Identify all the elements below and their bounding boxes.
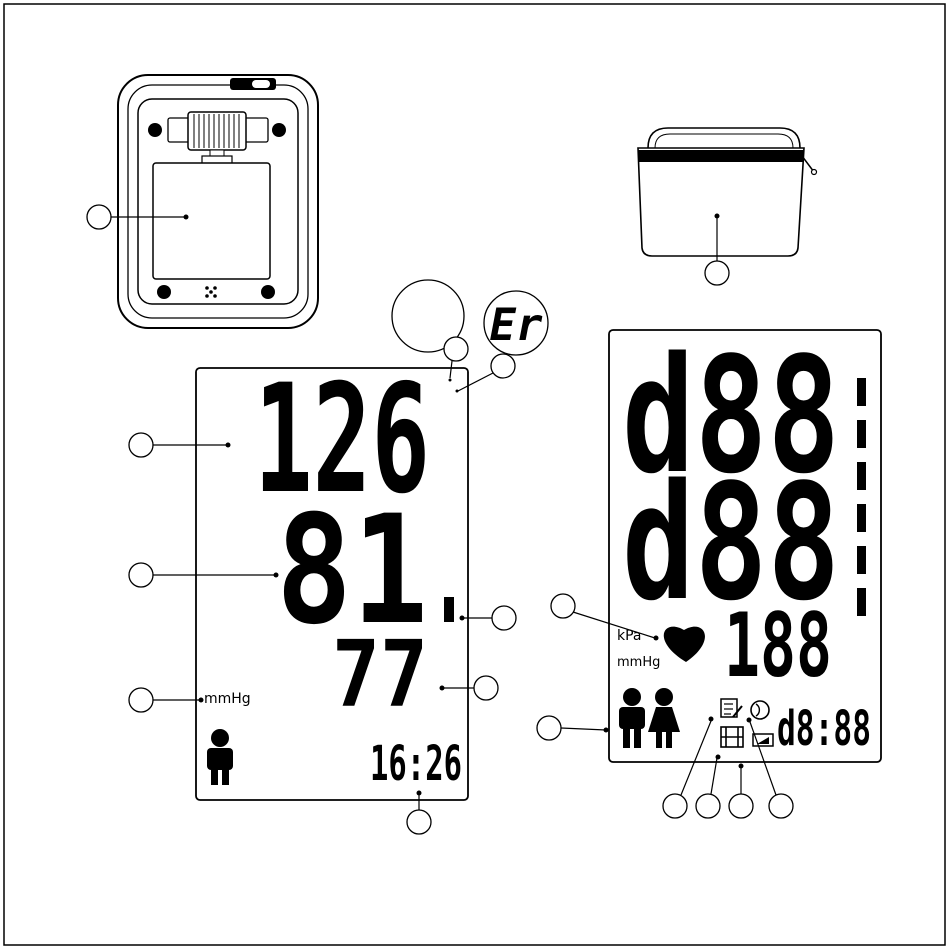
device-back bbox=[87, 75, 318, 328]
error-code: Er bbox=[490, 300, 543, 351]
callout-circle bbox=[129, 433, 153, 457]
pulse-value: 77 bbox=[332, 621, 428, 728]
callout-circle bbox=[537, 716, 561, 740]
screw-hole bbox=[157, 285, 171, 299]
callout-circle bbox=[87, 205, 111, 229]
screw-hole bbox=[261, 285, 275, 299]
callout-circle bbox=[474, 676, 498, 700]
zipper bbox=[638, 150, 804, 162]
callout-circle bbox=[129, 688, 153, 712]
callout-circle bbox=[705, 261, 729, 285]
callout-circle bbox=[551, 594, 575, 618]
callout-circle bbox=[492, 606, 516, 630]
screw-hole bbox=[148, 123, 162, 137]
callout-circle bbox=[696, 794, 720, 818]
callout-circle bbox=[769, 794, 793, 818]
callout-circle bbox=[729, 794, 753, 818]
screw-hole bbox=[272, 123, 286, 137]
left-lcd-display: 126 81 77 mmHg 16:26 bbox=[129, 280, 548, 834]
clock-digit-segments: d8:88 bbox=[777, 701, 871, 757]
unit-mmhg: mmHg bbox=[617, 655, 660, 670]
callout-circle bbox=[663, 794, 687, 818]
battery-cover bbox=[153, 163, 270, 279]
pulse-digit-segments: 188 bbox=[724, 594, 832, 697]
unit-label: mmHg bbox=[204, 691, 251, 707]
storage-bag bbox=[638, 128, 817, 285]
callout-circle bbox=[129, 563, 153, 587]
callout-circle bbox=[491, 354, 515, 378]
time-value: 16:26 bbox=[370, 736, 462, 792]
pressure-level-bar bbox=[444, 597, 454, 622]
connector-knob bbox=[188, 112, 246, 150]
callout-circle bbox=[444, 337, 468, 361]
right-lcd-display: d88 d88 kPa mmHg 188 bbox=[537, 322, 881, 818]
callout-circle bbox=[407, 810, 431, 834]
